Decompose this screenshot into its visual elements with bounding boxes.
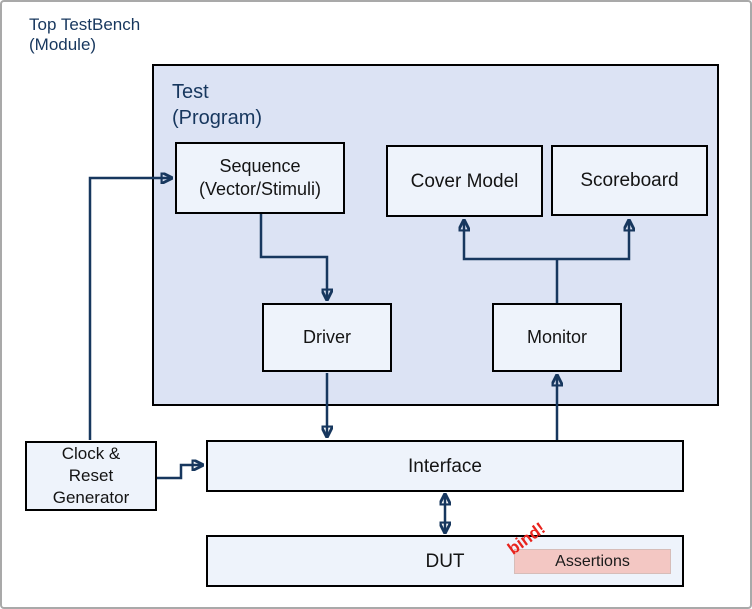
clock-reset-label-line2: Reset	[68, 466, 114, 485]
test-program-title-line1: Test	[172, 81, 209, 103]
interface-box: Interface	[206, 440, 684, 492]
test-program-container: Test (Program)	[152, 64, 719, 406]
dut-box: DUT	[206, 535, 684, 587]
test-program-title: Test (Program)	[172, 79, 262, 131]
top-testbench-label: Top TestBench (Module)	[29, 15, 140, 55]
scoreboard-box: Scoreboard	[551, 145, 708, 216]
scoreboard-label: Scoreboard	[580, 170, 679, 191]
top-testbench-label-line1: Top TestBench	[29, 15, 141, 34]
top-testbench-label-line2: (Module)	[29, 35, 97, 54]
sequence-label-line2: (Vector/Stimuli)	[198, 179, 322, 199]
sequence-label-line1: Sequence	[219, 156, 301, 176]
arrow-clock-to-interface	[157, 465, 202, 480]
test-program-title-line2: (Program)	[172, 107, 263, 129]
interface-label: Interface	[408, 455, 482, 477]
sequence-box: Sequence (Vector/Stimuli)	[175, 142, 345, 214]
assertions-label: Assertions	[555, 552, 630, 570]
clock-reset-label-line1: Clock &	[61, 444, 121, 463]
driver-box: Driver	[262, 303, 392, 372]
driver-label: Driver	[303, 327, 351, 347]
cover-model-box: Cover Model	[386, 145, 543, 217]
dut-label: DUT	[425, 550, 465, 572]
assertions-box: Assertions	[514, 549, 671, 574]
monitor-label: Monitor	[526, 327, 588, 347]
clock-reset-generator-box: Clock & Reset Generator	[25, 441, 157, 511]
cover-model-label: Cover Model	[410, 170, 519, 192]
clock-reset-label-line3: Generator	[52, 488, 130, 507]
monitor-box: Monitor	[492, 303, 622, 372]
